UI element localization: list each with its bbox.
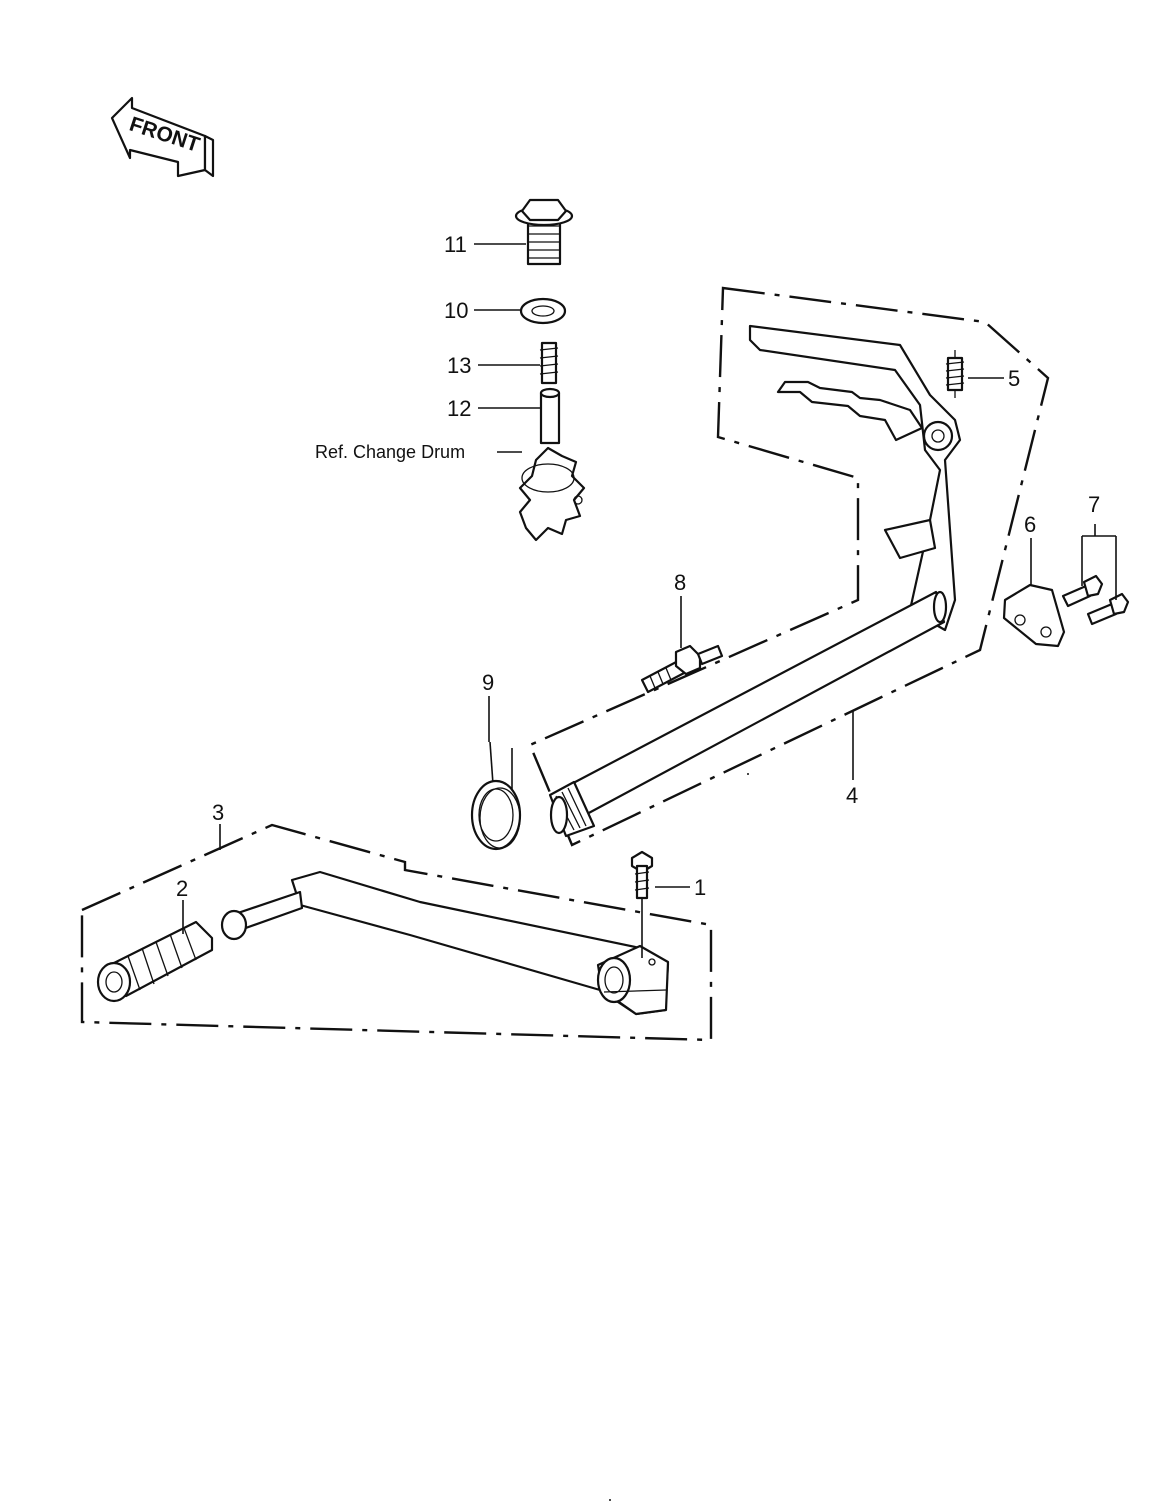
shift-shaft-4-icon xyxy=(548,324,962,838)
pedal-assembly-boundary xyxy=(80,823,713,1042)
return-spring-9-icon xyxy=(470,741,522,851)
callout-10: 10 xyxy=(444,298,468,323)
callout-5: 5 xyxy=(1008,366,1020,391)
change-drum-icon xyxy=(518,446,586,542)
callout-4: 4 xyxy=(846,783,858,808)
callout-11: 11 xyxy=(444,232,467,257)
plate-6-icon xyxy=(1002,583,1066,648)
bolt-11-icon xyxy=(514,198,574,266)
callout-8: 8 xyxy=(674,570,686,595)
spring-13-icon xyxy=(539,341,559,385)
stud-8-icon xyxy=(640,644,724,694)
callout-3: 3 xyxy=(212,800,224,825)
bolt-1-icon xyxy=(630,850,654,900)
pedal-rubber-2-icon xyxy=(96,920,214,1003)
callout-9: 9 xyxy=(482,670,494,695)
pin-12-icon xyxy=(539,387,561,445)
change-drum-label: Ref. Change Drum xyxy=(315,442,465,462)
front-arrow-icon: FRONT xyxy=(110,96,215,178)
callout-13: 13 xyxy=(447,353,471,378)
callout-7: 7 xyxy=(1088,492,1100,517)
scan-dot xyxy=(747,773,749,775)
callout-12: 12 xyxy=(447,396,471,421)
scan-dot xyxy=(609,1499,611,1501)
washer-10-icon xyxy=(519,297,567,325)
callout-6: 6 xyxy=(1024,512,1036,537)
leader-lines xyxy=(182,243,1117,958)
callout-2: 2 xyxy=(176,876,188,901)
spring-5-icon xyxy=(945,350,965,398)
bolts-7-icon xyxy=(1061,574,1130,626)
callout-1: 1 xyxy=(694,875,706,900)
shift-pedal-3-icon xyxy=(220,870,670,1016)
shaft-assembly-boundary xyxy=(528,286,1050,847)
